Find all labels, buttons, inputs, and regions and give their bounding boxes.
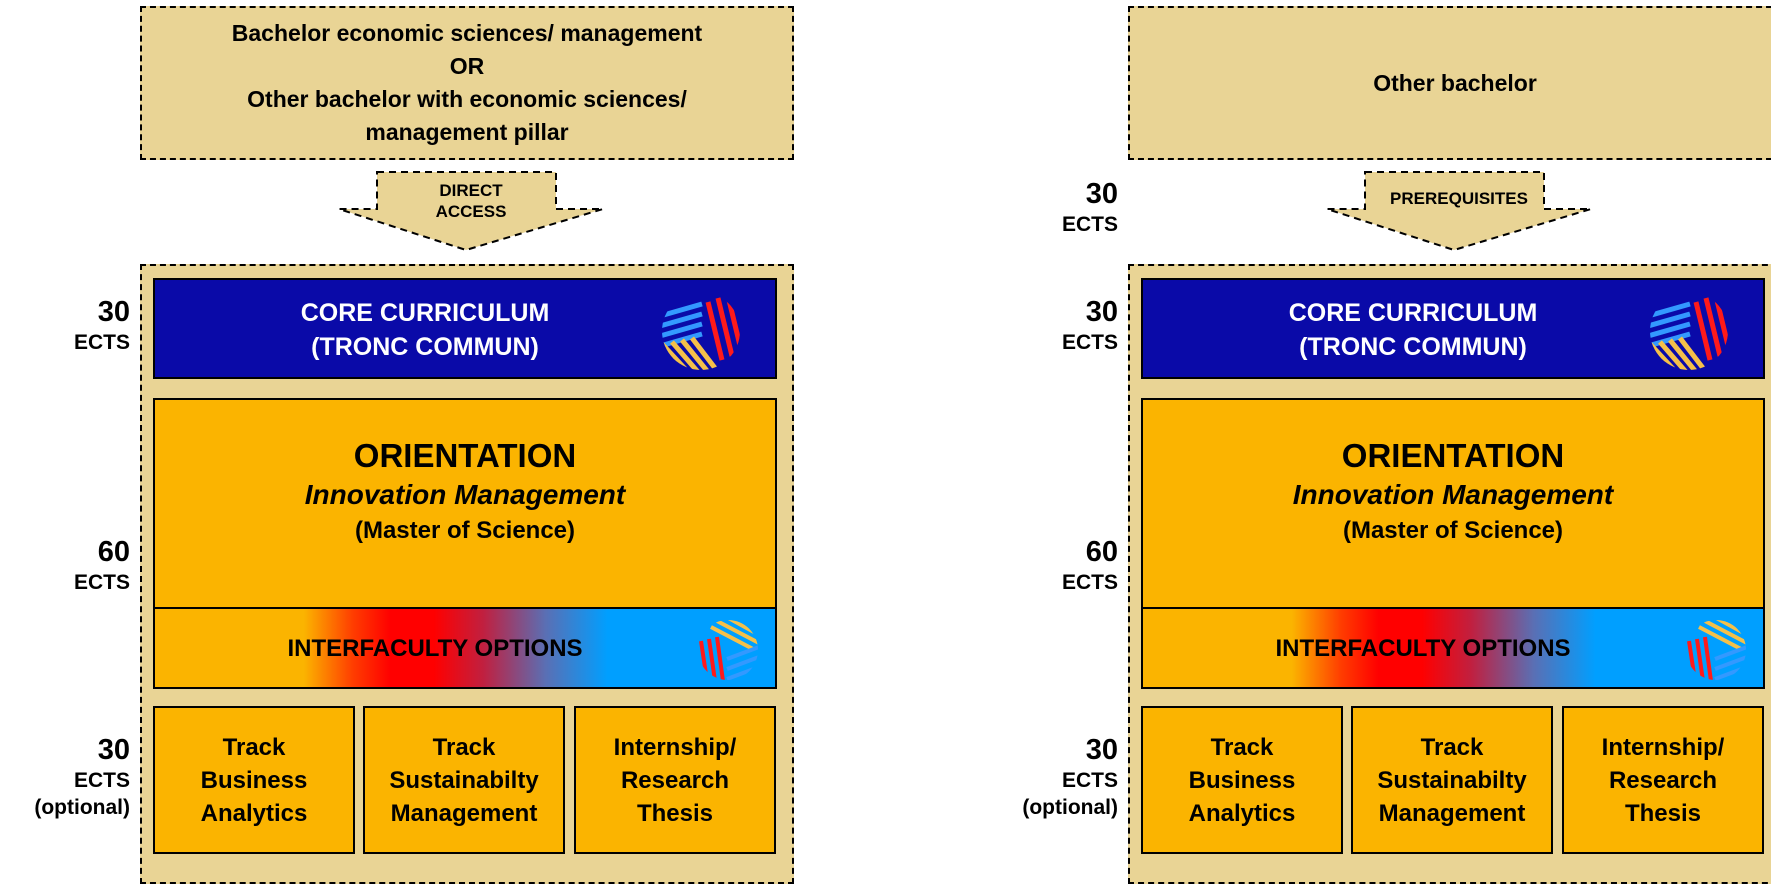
down-arrow-icon xyxy=(1326,171,1592,252)
orientation-block: ORIENTATION Innovation Management (Maste… xyxy=(153,398,777,609)
track-sustainability-management: Track Sustainabilty Management xyxy=(363,706,565,854)
bachelor-line: management pillar xyxy=(365,119,569,145)
track-line: Track xyxy=(222,733,286,761)
down-arrow-icon xyxy=(338,171,604,252)
interfaculty-options-block: INTERFACULTY OPTIONS xyxy=(153,607,777,689)
bachelor-line: OR xyxy=(449,53,485,79)
interfaculty-label: INTERFACULTY OPTIONS xyxy=(287,635,583,662)
track-line: Internship/ xyxy=(613,733,737,761)
prerequisites-arrow: PREREQUISITES xyxy=(1326,170,1592,252)
track-line: Research xyxy=(1608,766,1718,794)
core-curriculum-block: CORE CURRICULUM (TRONC COMMUN) xyxy=(1141,278,1765,379)
ects-unit: ECTS xyxy=(1061,769,1118,792)
ects-unit: ECTS xyxy=(73,769,130,792)
ects-optional-note: (optional) xyxy=(1022,796,1118,819)
track-line: Thesis xyxy=(1624,799,1701,827)
core-title-line: (TRONC COMMUN) xyxy=(311,333,539,361)
ects-unit: ECTS xyxy=(1061,213,1118,236)
track-line: Sustainabilty xyxy=(1377,766,1527,794)
core-ects-label: 30 ECTS xyxy=(988,296,1118,356)
ects-number: 30 xyxy=(1085,178,1118,210)
ects-number: 30 xyxy=(1085,734,1118,766)
track-line: Internship/ xyxy=(1601,733,1725,761)
orientation-title: ORIENTATION xyxy=(353,437,577,474)
striped-cube-logo-icon xyxy=(1687,620,1746,680)
striped-cube-logo-icon xyxy=(1650,293,1728,370)
interfaculty-label: INTERFACULTY OPTIONS xyxy=(1275,635,1571,662)
track-line: Business xyxy=(1188,766,1296,794)
tracks-ects-label: 30 ECTS (optional) xyxy=(0,734,130,821)
arrow-label-line: ACCESS xyxy=(435,202,507,221)
ects-number: 30 xyxy=(97,296,130,328)
prerequisites-ects-label: 30 ECTS xyxy=(988,178,1118,238)
core-title-line: CORE CURRICULUM xyxy=(300,299,550,327)
striped-cube-logo-icon xyxy=(662,293,740,370)
orientation-title: ORIENTATION xyxy=(1341,437,1565,474)
striped-cube-logo-icon xyxy=(699,620,758,680)
ects-unit: ECTS xyxy=(1061,331,1118,354)
track-internship-research-thesis: Internship/ Research Thesis xyxy=(1562,706,1764,854)
bachelor-requirement-box: Bachelor economic sciences/ management O… xyxy=(140,6,794,160)
track-line: Business xyxy=(200,766,308,794)
track-business-analytics: Track Business Analytics xyxy=(1141,706,1343,854)
track-line: Management xyxy=(1378,799,1526,827)
arrow-label-line: DIRECT xyxy=(439,181,503,200)
ects-unit: ECTS xyxy=(1061,571,1118,594)
orientation-subtitle: Innovation Management xyxy=(1292,479,1614,510)
core-title-line: (TRONC COMMUN) xyxy=(1299,333,1527,361)
orientation-block: ORIENTATION Innovation Management (Maste… xyxy=(1141,398,1765,609)
track-line: Management xyxy=(390,799,538,827)
track-line: Research xyxy=(620,766,730,794)
orientation-subtitle: Innovation Management xyxy=(304,479,626,510)
ects-number: 30 xyxy=(97,734,130,766)
core-curriculum-block: CORE CURRICULUM (TRONC COMMUN) xyxy=(153,278,777,379)
orientation-degree: (Master of Science) xyxy=(1342,517,1564,544)
track-line: Thesis xyxy=(636,799,713,827)
tracks-ects-label: 30 ECTS (optional) xyxy=(988,734,1118,821)
interfaculty-options-block: INTERFACULTY OPTIONS xyxy=(1141,607,1765,689)
bachelor-line: Other bachelor xyxy=(1373,69,1537,96)
ects-number: 60 xyxy=(97,536,130,568)
direct-access-arrow: DIRECT ACCESS xyxy=(338,170,604,252)
ects-number: 60 xyxy=(1085,536,1118,568)
track-line: Analytics xyxy=(1188,799,1296,827)
core-ects-label: 30 ECTS xyxy=(0,296,130,356)
track-internship-research-thesis: Internship/ Research Thesis xyxy=(574,706,776,854)
track-line: Track xyxy=(1210,733,1274,761)
track-sustainability-management: Track Sustainabilty Management xyxy=(1351,706,1553,854)
bachelor-line: Bachelor economic sciences/ management xyxy=(231,20,703,46)
ects-unit: ECTS xyxy=(73,331,130,354)
track-business-analytics: Track Business Analytics xyxy=(153,706,355,854)
bachelor-line: Other bachelor with economic sciences/ xyxy=(247,86,687,112)
panel-direct-access: Bachelor economic sciences/ management O… xyxy=(0,0,885,884)
ects-optional-note: (optional) xyxy=(34,796,130,819)
orientation-ects-label: 60 ECTS xyxy=(988,536,1118,596)
panel-prerequisites: Other bachelor 30 ECTS PREREQUISITES 30 … xyxy=(988,0,1771,884)
track-line: Analytics xyxy=(200,799,308,827)
bachelor-requirement-box: Other bachelor xyxy=(1128,6,1771,160)
orientation-ects-label: 60 ECTS xyxy=(0,536,130,596)
track-line: Track xyxy=(1420,733,1484,761)
track-line: Sustainabilty xyxy=(389,766,539,794)
ects-number: 30 xyxy=(1085,296,1118,328)
orientation-degree: (Master of Science) xyxy=(354,517,576,544)
core-title-line: CORE CURRICULUM xyxy=(1288,299,1538,327)
track-line: Track xyxy=(432,733,496,761)
arrow-label-line: PREREQUISITES xyxy=(1390,189,1528,208)
ects-unit: ECTS xyxy=(73,571,130,594)
